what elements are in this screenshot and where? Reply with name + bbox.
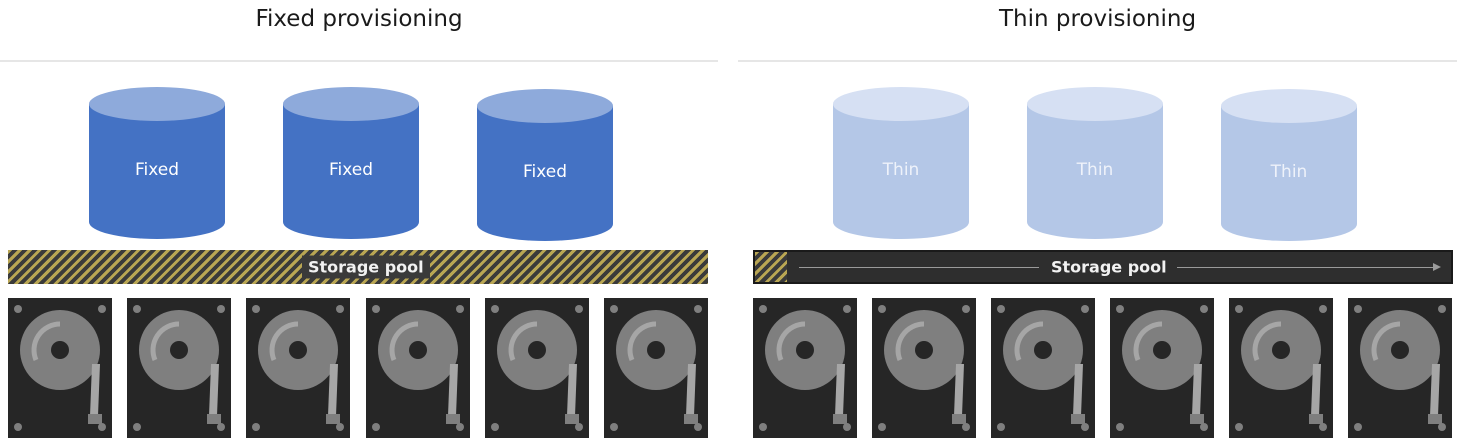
fixed-volume-2: Fixed (282, 86, 420, 240)
hard-disk-icon (1229, 298, 1333, 438)
fixed-volume-label: Fixed (328, 160, 374, 180)
thin-provisioning-panel: Thin provisioning Thin Thin Thin Storage… (738, 0, 1457, 444)
hard-disk-icon (872, 298, 976, 438)
thin-volume-1: Thin (832, 86, 970, 240)
fixed-volume-1: Fixed (88, 86, 226, 240)
hard-disk-icon (8, 298, 112, 438)
fixed-volume-label: Fixed (522, 162, 568, 182)
fixed-volume-label: Fixed (134, 160, 180, 180)
hard-disk-icon (991, 298, 1095, 438)
hard-disk-icon (604, 298, 708, 438)
fixed-volume-3: Fixed (476, 88, 614, 242)
pool-arrow-line (1175, 267, 1435, 268)
hard-disk-icon (366, 298, 470, 438)
hard-disk-icon (246, 298, 350, 438)
thin-volume-2: Thin (1026, 86, 1164, 240)
thin-volume-3: Thin (1220, 88, 1358, 242)
hard-disk-icon (485, 298, 589, 438)
thin-volume-label: Thin (1076, 160, 1114, 180)
hard-disk-icon (127, 298, 231, 438)
fixed-panel-title: Fixed provisioning (255, 6, 463, 32)
pool-arrow-line (799, 267, 1039, 268)
hard-disk-icon (753, 298, 857, 438)
storage-pool-label: Storage pool (302, 255, 430, 279)
arrow-right-icon (1433, 263, 1441, 271)
thin-storage-pool: Storage pool (753, 250, 1453, 284)
hard-disk-icon (1348, 298, 1452, 438)
thin-volume-label: Thin (882, 160, 920, 180)
storage-pool-label: Storage pool (1041, 255, 1177, 279)
title-divider (738, 60, 1457, 62)
thin-panel-title: Thin provisioning (998, 6, 1197, 32)
hard-disk-icon (1110, 298, 1214, 438)
thin-volume-label: Thin (1270, 162, 1308, 182)
fixed-storage-pool: Storage pool (8, 250, 708, 284)
fixed-provisioning-panel: Fixed provisioning Fixed Fixed Fixed Sto… (0, 0, 718, 444)
title-divider (0, 60, 718, 62)
used-capacity-segment (755, 252, 787, 282)
